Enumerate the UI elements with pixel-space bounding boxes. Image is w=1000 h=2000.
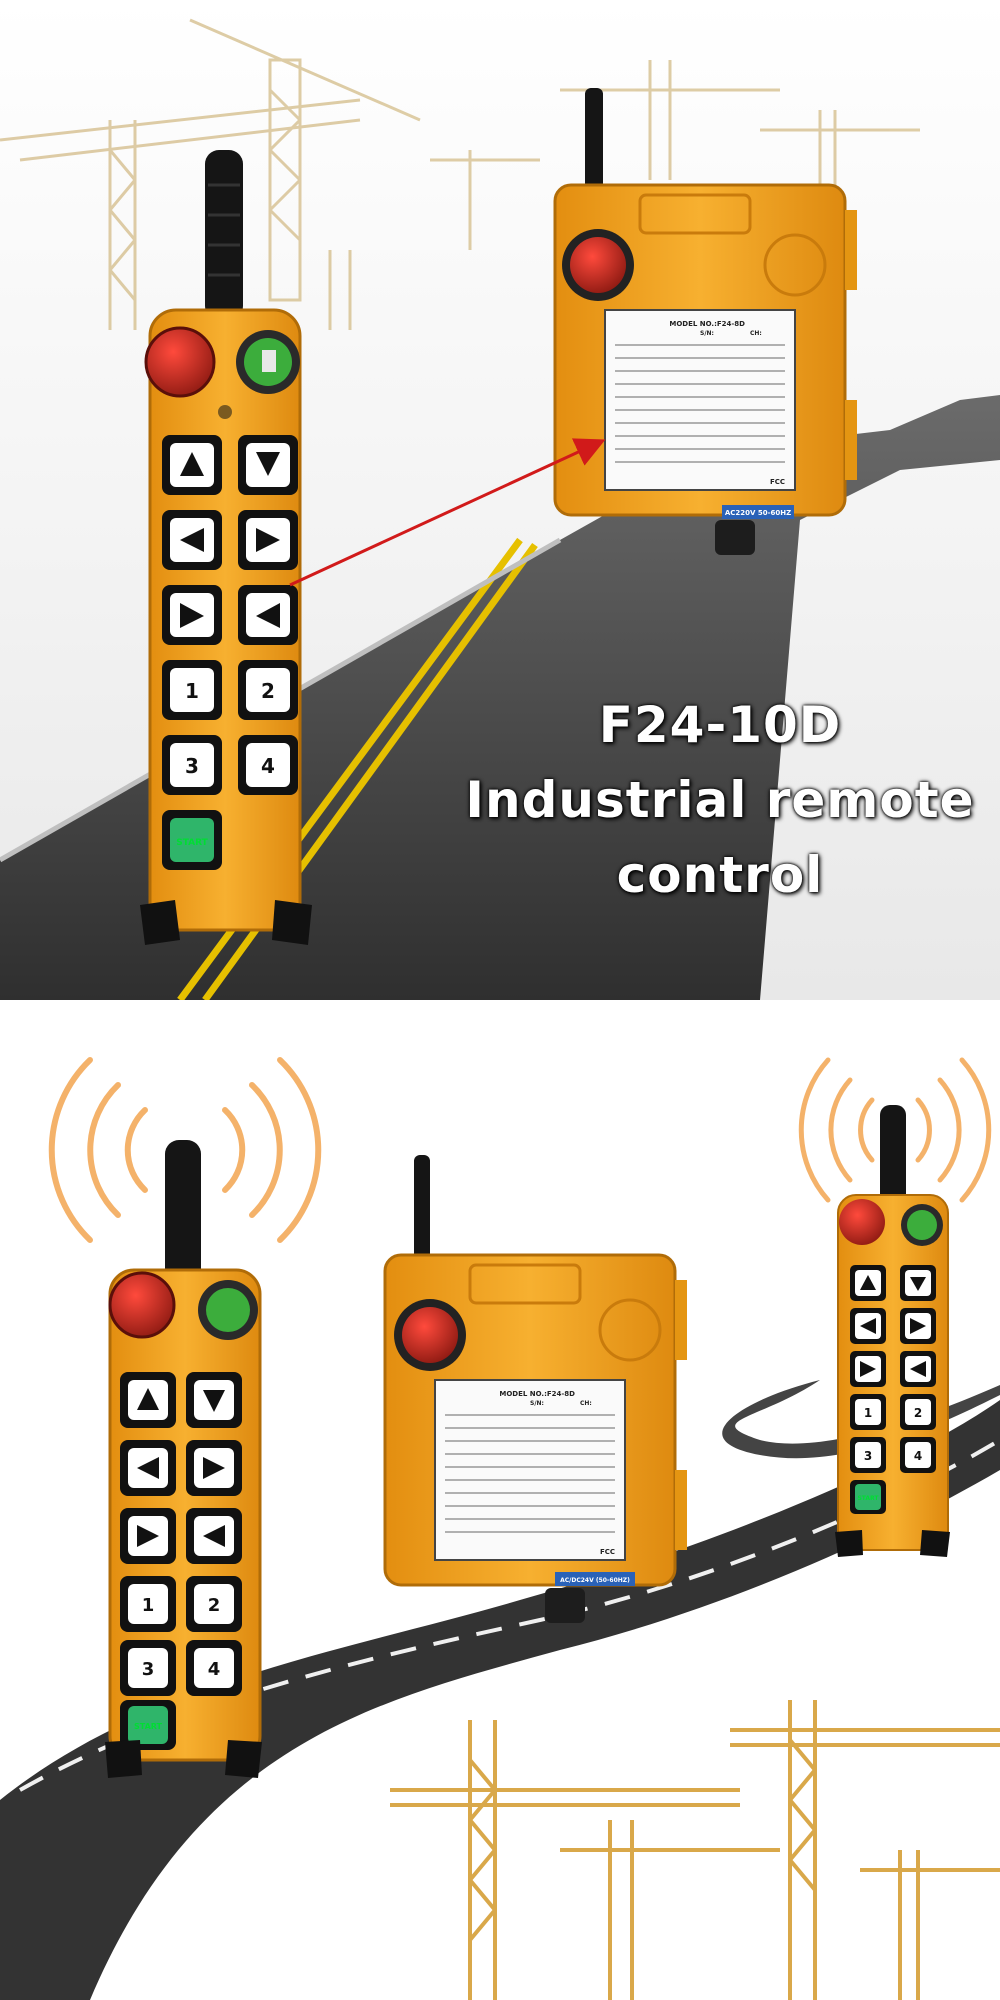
transmitter-top: 1 2 3 4 START: [140, 150, 312, 945]
top-panel: 1 2 3 4 START: [0, 0, 1000, 1003]
key-4: 4: [261, 754, 275, 778]
key-3: 3: [864, 1449, 872, 1463]
number-button-grid: 1 2 3 4 START: [162, 660, 298, 870]
west-arrow-icon: [256, 603, 280, 628]
start-label: START: [176, 838, 208, 848]
up-arrow-icon: [180, 452, 204, 476]
down-arrow-icon: [256, 452, 280, 476]
road-bottom: [0, 1400, 1000, 2000]
up-arrow-icon: [137, 1388, 159, 1410]
right-arrow-icon: [203, 1457, 225, 1479]
key-2: 2: [914, 1406, 922, 1420]
plate-title: MODEL NO.:F24-8D: [499, 1390, 575, 1398]
start-label: START: [134, 1722, 163, 1731]
left-arrow-icon: [137, 1457, 159, 1479]
key-1: 1: [864, 1406, 872, 1420]
receiver-antenna: [414, 1155, 430, 1265]
start-button: [170, 818, 214, 862]
receiver-top: MODEL NO.:F24-8D S/N: CH: FCC AC220V 50-…: [553, 88, 857, 555]
key-4: 4: [208, 1659, 221, 1680]
bottom-panel: 1 2 3 4 START MODE: [0, 1040, 1000, 2000]
wiring-label: [604, 309, 796, 491]
east-arrow-icon: [180, 603, 204, 628]
wiring-diagram-lines: [445, 1414, 615, 1533]
strap-clip-left: [140, 900, 180, 945]
strap-clip-right: [272, 900, 312, 945]
road-dashed-line: [19, 1438, 1000, 1792]
antenna: [165, 1140, 201, 1290]
plate-sn: S/N:: [530, 1400, 544, 1407]
emergency-stop-button: [144, 326, 216, 398]
left-arrow-icon: [180, 528, 204, 552]
key-2: 2: [208, 1595, 221, 1616]
receiver-stop-light: [402, 1307, 458, 1363]
pointer-arrow: [289, 438, 606, 587]
start-label: START: [857, 1495, 879, 1502]
key-1: 1: [185, 679, 199, 703]
antenna: [205, 150, 243, 320]
plate-marks: FCC: [600, 1548, 615, 1556]
plate-sn: S/N:: [700, 330, 714, 337]
key-1: 1: [142, 1595, 155, 1616]
receiver-bottom: MODEL NO.:F24-8D S/N: CH: FCC AC/DC24V (…: [383, 1155, 687, 1623]
voltage-tag: [555, 1572, 635, 1586]
plate-ch: CH:: [750, 330, 762, 337]
voltage-bottom-label: AC/DC24V (50-60HZ): [560, 1577, 630, 1584]
wiring-label: [434, 1379, 626, 1561]
emergency-stop-button: [839, 1199, 885, 1245]
cable-gland: [715, 520, 755, 555]
transmitter-bottom-right: 1 2 3 4 START: [835, 1105, 950, 1557]
key-3: 3: [142, 1659, 155, 1680]
plate-ch: CH:: [580, 1400, 592, 1407]
plate-title: MODEL NO.:F24-8D: [669, 320, 745, 328]
emergency-stop-button: [108, 1271, 176, 1339]
down-arrow-icon: [203, 1390, 225, 1412]
tower-crane-bottom: [390, 1700, 1000, 2000]
key-switch: [907, 1210, 937, 1240]
start-button: [855, 1484, 881, 1510]
direction-button-grid: [162, 435, 298, 645]
product-description-line1: Industrial remote: [465, 771, 975, 829]
right-arrow-icon: [256, 528, 280, 552]
transmitter-bottom-left: 1 2 3 4 START: [105, 1140, 262, 1778]
signal-waves-left: [48, 1057, 322, 1243]
receiver-antenna: [585, 88, 603, 198]
plate-marks: FCC: [770, 478, 785, 486]
voltage-tag: [722, 505, 794, 519]
product-description-line2: control: [616, 846, 824, 904]
signal-waves-right: [798, 1057, 992, 1203]
voltage-top-label: AC220V 50-60HZ: [725, 509, 791, 517]
wiring-diagram-lines: [615, 344, 785, 463]
key-switch: [206, 1288, 250, 1332]
key-2: 2: [261, 679, 275, 703]
panel-divider: [0, 1000, 1000, 1040]
key-4: 4: [914, 1449, 922, 1463]
cable-gland: [545, 1588, 585, 1623]
antenna: [880, 1105, 906, 1215]
start-button: [128, 1706, 168, 1744]
receiver-stop-light: [570, 237, 626, 293]
product-model-title: F24-10D: [598, 696, 842, 754]
key-3: 3: [185, 754, 199, 778]
